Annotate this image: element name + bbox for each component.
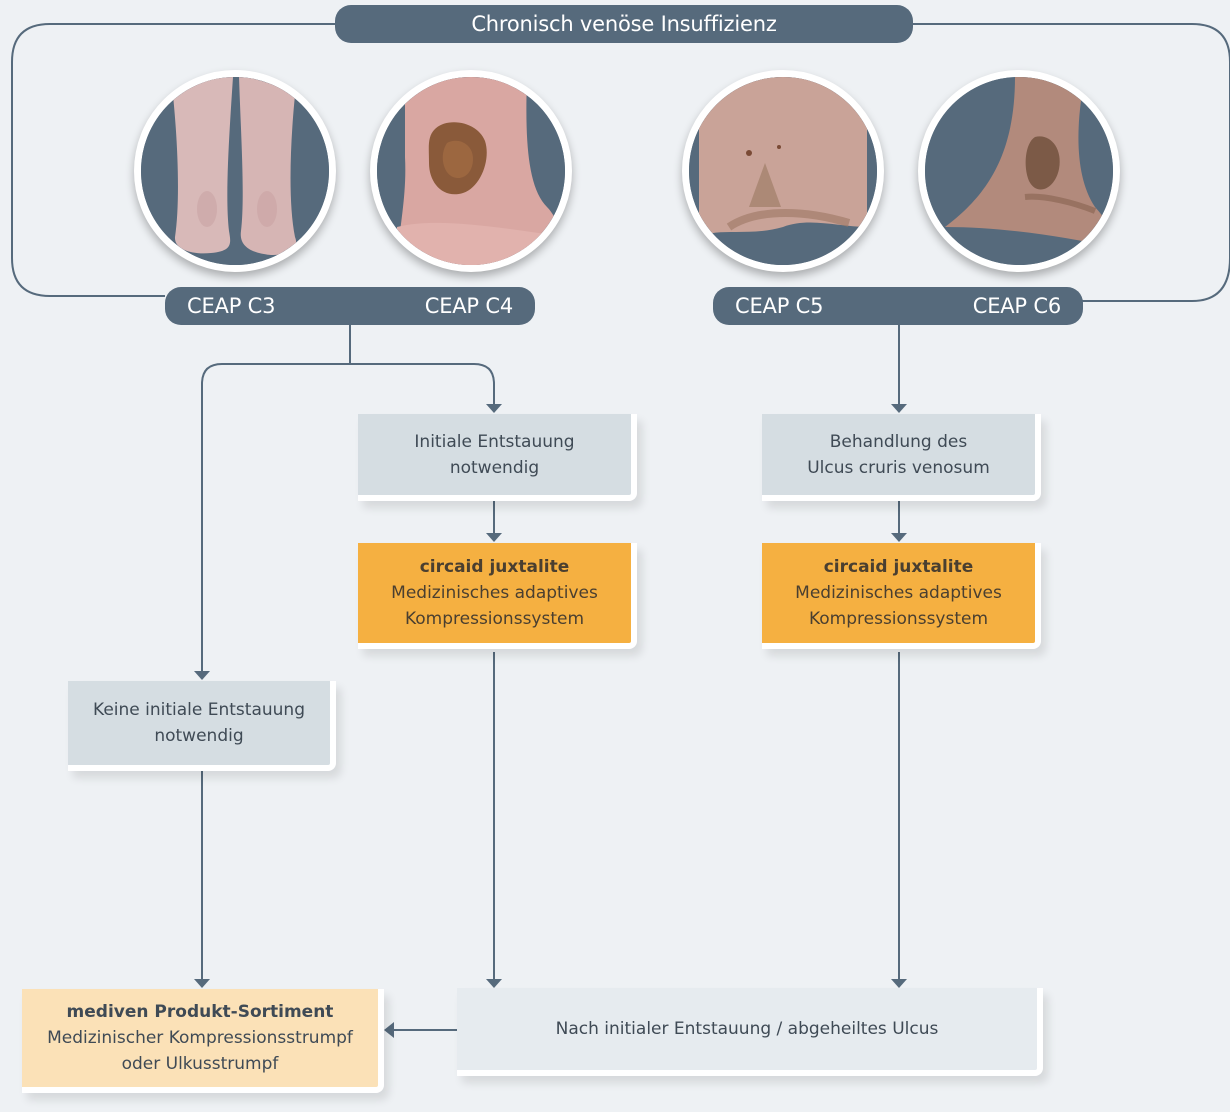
- circaid-box-right: circaid juxtalite Medizinisches adaptive…: [762, 543, 1041, 649]
- initial-decongestion-box: Initiale Entstauung notwendig: [358, 414, 637, 501]
- bracket-left: [11, 23, 335, 297]
- arrowhead: [486, 533, 502, 542]
- split-c3-c4: [201, 324, 351, 673]
- stage-label-c5: CEAP C5: [735, 294, 824, 318]
- no-decongestion-box: Keine initiale Entstauung notwendig: [68, 681, 336, 771]
- arrowhead: [486, 404, 502, 413]
- box-line: Nach initialer Entstauung / abgeheiltes …: [555, 1019, 939, 1039]
- ankle-c6-photo: [918, 70, 1120, 272]
- stage-label-c6: CEAP C6: [972, 294, 1061, 318]
- box-line: Initiale Entstauung: [414, 431, 575, 452]
- box-line: Medizinisches adaptives: [391, 583, 598, 603]
- bracket-right: [913, 23, 1230, 302]
- arrowhead: [194, 671, 210, 680]
- arrowhead: [891, 404, 907, 413]
- box-line: notwendig: [154, 726, 244, 746]
- box-line: Kompressionssystem: [404, 609, 585, 629]
- stage-label-c4: CEAP C4: [424, 294, 513, 318]
- after-decongestion-box: Nach initialer Entstauung / abgeheiltes …: [457, 988, 1043, 1076]
- box-line: Kompressionssystem: [808, 609, 989, 629]
- product-range-box: mediven Produkt-Sortiment Medizinischer …: [22, 989, 384, 1093]
- stage-pill-c5-c6: CEAP C5 CEAP C6: [713, 287, 1083, 325]
- arrowhead: [384, 1022, 394, 1038]
- ankle-c5-photo: [682, 70, 884, 272]
- product-title: circaid juxtalite: [419, 557, 570, 577]
- box-line: Keine initiale Entstauung: [93, 700, 305, 720]
- stage-pill-c3-c4: CEAP C3 CEAP C4: [165, 287, 535, 325]
- page-title: Chronisch venöse Insuffizienz: [335, 5, 913, 43]
- arrowhead: [194, 979, 210, 988]
- stage-label-c3: CEAP C3: [187, 294, 276, 318]
- box-line: notwendig: [449, 457, 540, 478]
- ulcer-treatment-box: Behandlung des Ulcus cruris venosum: [762, 414, 1041, 501]
- product-title: mediven Produkt-Sortiment: [66, 1002, 334, 1022]
- box-line: Medizinischer Kompressionsstrumpf: [47, 1028, 353, 1048]
- box-line: Ulcus cruris venosum: [807, 457, 990, 478]
- box-line: Medizinisches adaptives: [795, 583, 1002, 603]
- arrowhead: [486, 979, 502, 988]
- box-line: Behandlung des: [829, 431, 968, 452]
- arrowhead: [891, 533, 907, 542]
- product-title: circaid juxtalite: [823, 557, 974, 577]
- box-line: oder Ulkusstrumpf: [121, 1054, 279, 1074]
- ankle-c4-photo: [370, 70, 572, 272]
- arrowhead: [891, 979, 907, 988]
- legs-c3-photo: [134, 70, 336, 272]
- circaid-box-left: circaid juxtalite Medizinisches adaptive…: [358, 543, 637, 649]
